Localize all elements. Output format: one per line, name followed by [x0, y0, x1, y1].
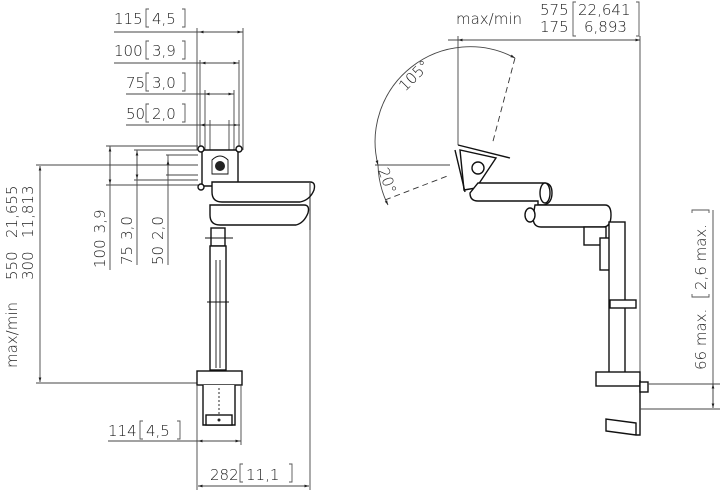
svg-text:max/min: max/min	[456, 10, 522, 28]
svg-text:100: 100	[114, 42, 143, 60]
svg-text:502,0: 502,0	[149, 216, 167, 265]
svg-text:175: 175	[540, 18, 569, 36]
svg-text:21,655: 21,655	[3, 186, 21, 239]
svg-text:11,1: 11,1	[246, 466, 279, 484]
vesa-dim-115: 115 4,5	[114, 8, 243, 34]
front-view: 115 4,5 100 3,9 75 3,0 50 2,0	[3, 8, 316, 490]
vesa-vertical-dims: 1003,9 753,0 502,0	[91, 145, 198, 270]
vesa-dim-50: 50 2,0	[126, 103, 240, 127]
svg-text:1003,9: 1003,9	[91, 210, 109, 269]
vesa-plate	[197, 145, 243, 191]
side-pole	[583, 221, 649, 436]
svg-text:6,893: 6,893	[584, 18, 627, 36]
svg-text:75: 75	[126, 74, 145, 92]
svg-text:282: 282	[210, 466, 239, 484]
svg-text:550: 550	[3, 251, 21, 280]
arm-depth-dim: 282 11,1	[198, 230, 311, 490]
svg-text:753,0: 753,0	[118, 216, 136, 265]
svg-text:4,5: 4,5	[146, 422, 170, 440]
front-pole	[205, 227, 233, 371]
front-clamp	[196, 370, 243, 426]
svg-text:114: 114	[108, 422, 137, 440]
reach-dim: max/min 575 175 22,641 6,893	[448, 1, 641, 420]
side-arm	[469, 182, 612, 228]
svg-text:66 max.: 66 max.	[692, 309, 710, 370]
svg-text:50: 50	[126, 105, 145, 123]
svg-text:2,6 max.: 2,6 max.	[692, 224, 710, 290]
vesa-dim-100: 100 3,9	[114, 40, 239, 65]
svg-text:105°: 105°	[395, 57, 433, 95]
svg-text:11,813: 11,813	[19, 186, 37, 239]
clamp-width-dim: 114 4,5	[108, 385, 242, 490]
svg-text:3,0: 3,0	[152, 74, 176, 92]
svg-text:4,5: 4,5	[152, 10, 176, 28]
svg-text:575: 575	[540, 1, 569, 19]
height-dim: max/min 550 300 21,655 11,813	[3, 164, 198, 384]
svg-text:20°: 20°	[374, 165, 400, 196]
svg-text:300: 300	[19, 251, 37, 280]
svg-text:2,0: 2,0	[152, 105, 176, 123]
svg-text:max/min: max/min	[3, 302, 21, 368]
side-view: max/min 575 175 22,641 6,893 105° 20°	[374, 1, 720, 436]
tilt-angles: 105° 20°	[374, 46, 516, 206]
vesa-dim-75: 75 3,0	[126, 72, 234, 96]
vesa-extension-lines	[196, 28, 244, 150]
front-arm	[209, 181, 316, 230]
desk-thickness-dim: 66 max. 2,6 max.	[640, 209, 720, 410]
svg-text:3,9: 3,9	[152, 42, 176, 60]
svg-text:115: 115	[114, 10, 143, 28]
svg-text:22,641: 22,641	[578, 1, 631, 19]
